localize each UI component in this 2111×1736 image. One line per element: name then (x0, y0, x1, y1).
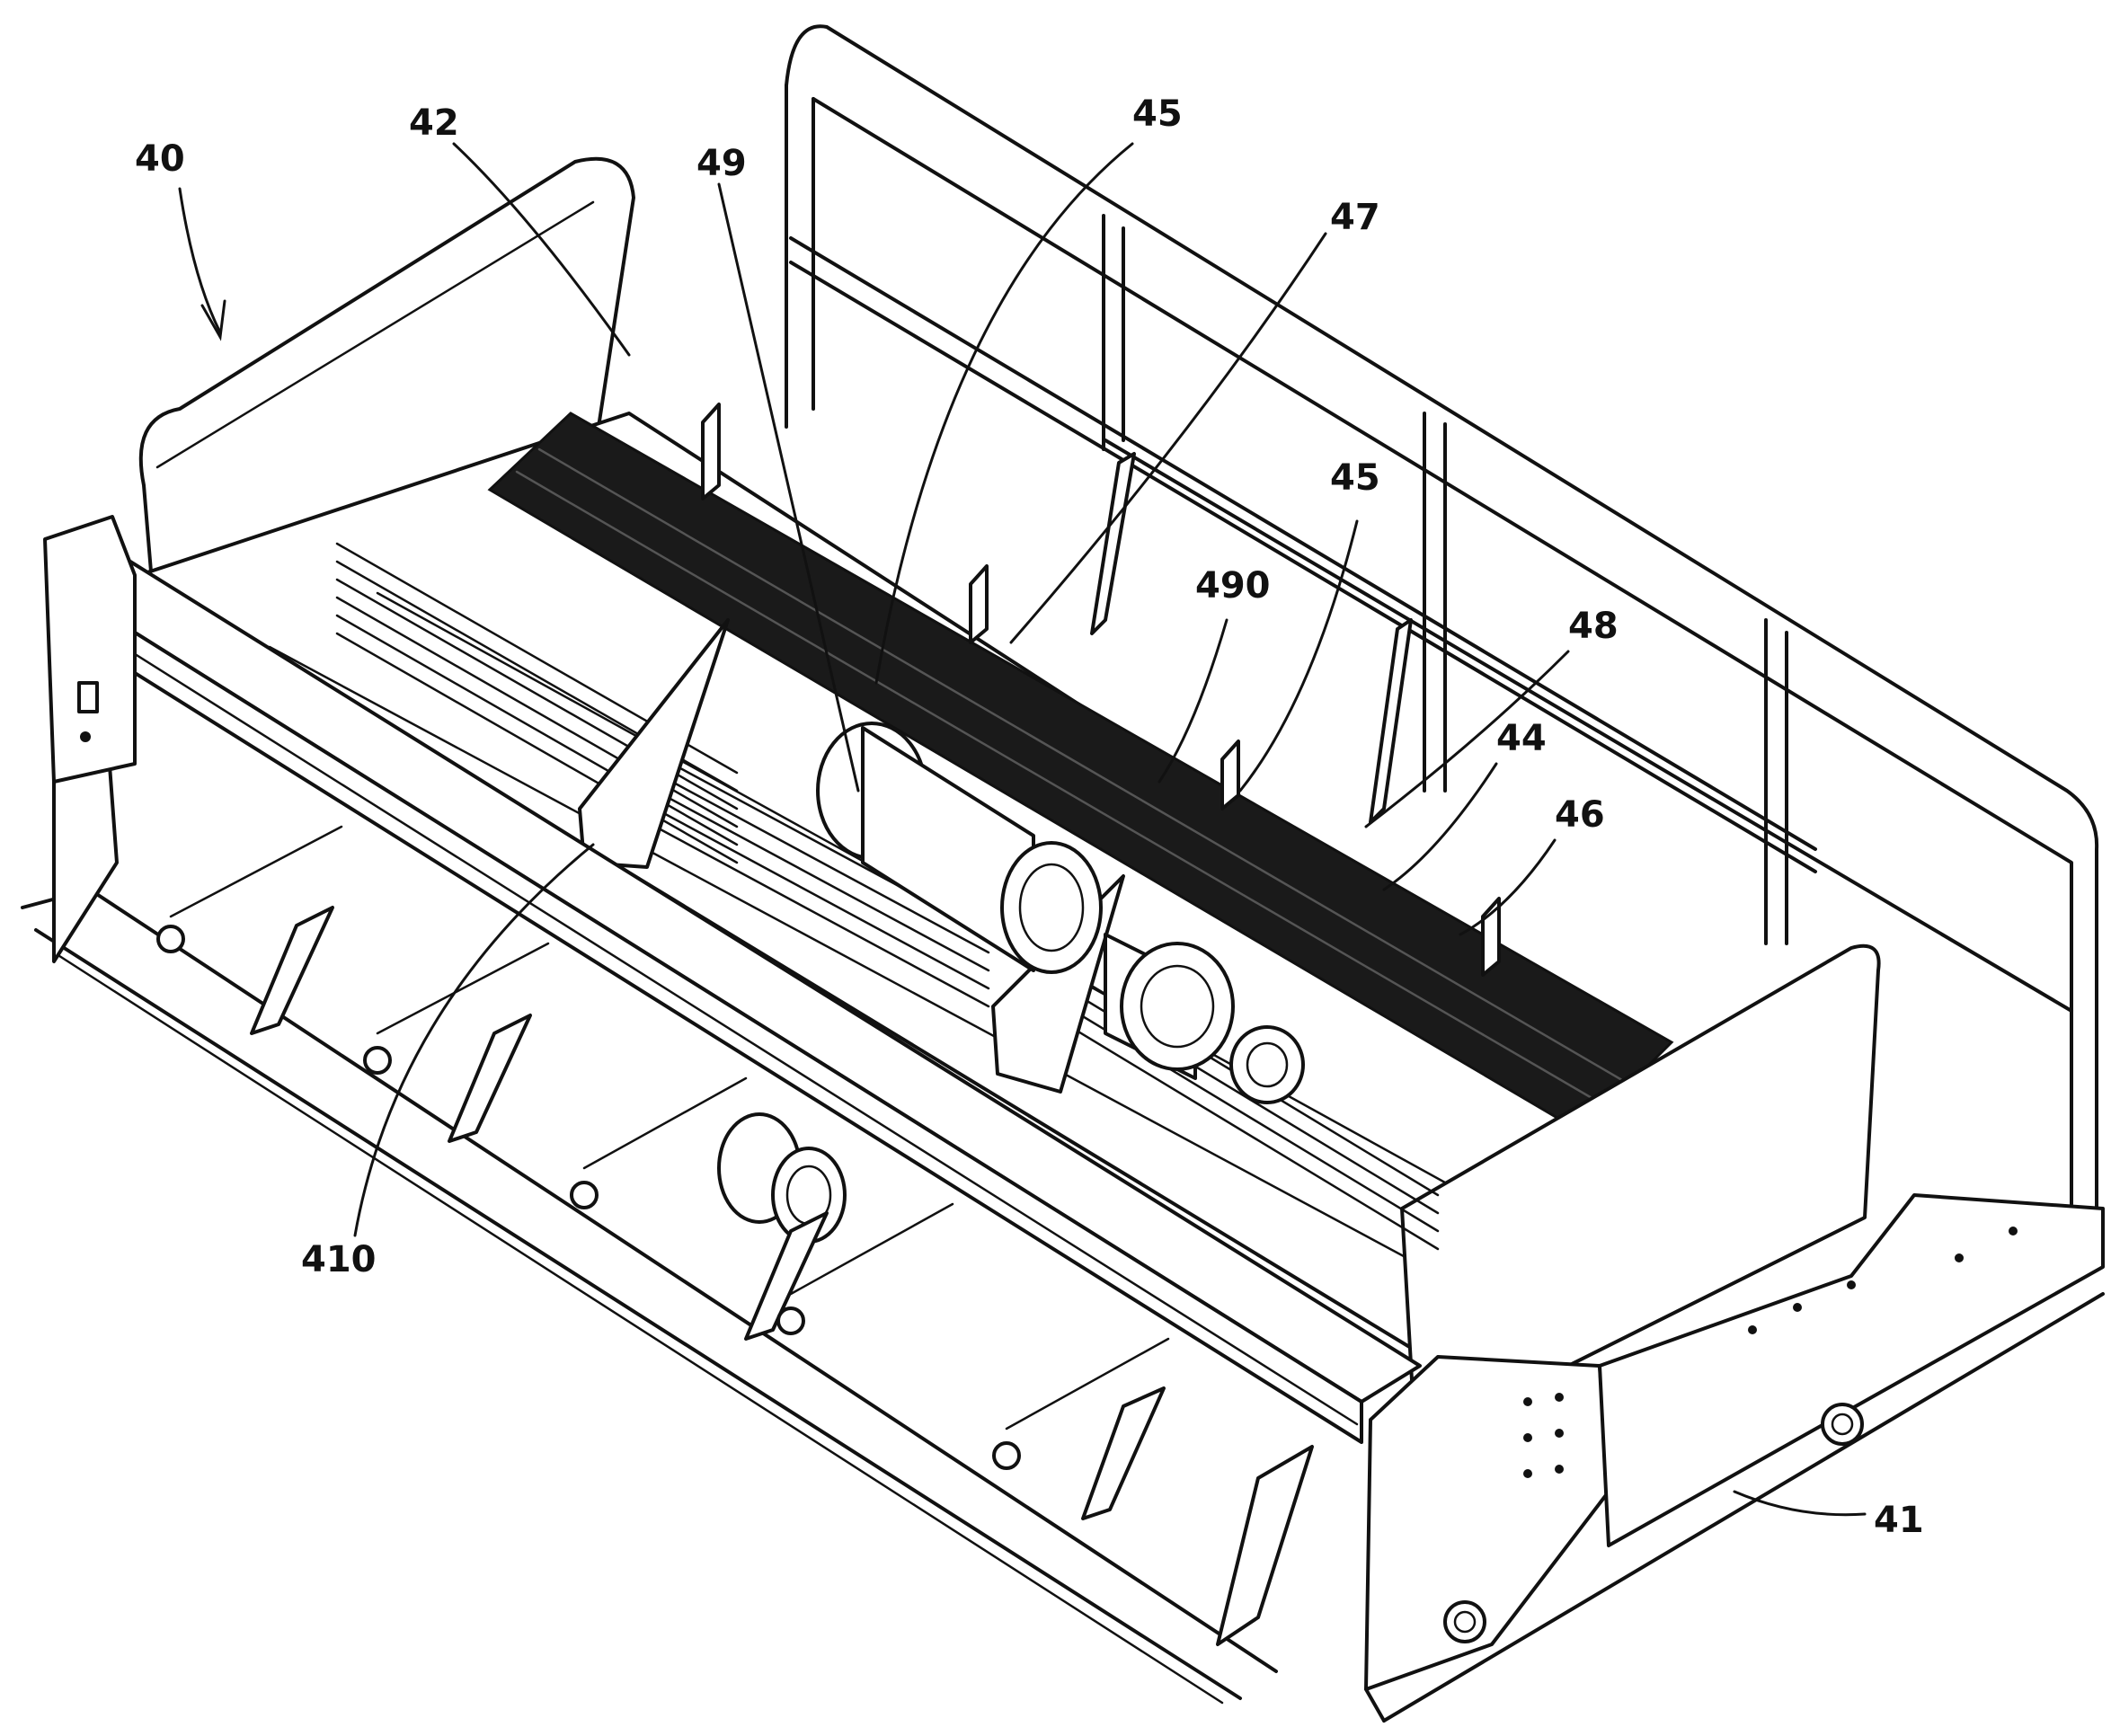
label-46: 46 (1555, 794, 1605, 836)
rear-rail-frame (785, 24, 2099, 1210)
label-44: 44 (1496, 718, 1547, 759)
label-45-lower: 45 (1330, 457, 1380, 499)
label-40: 40 (135, 138, 185, 180)
label-41: 41 (1874, 1500, 1924, 1541)
label-48: 48 (1568, 606, 1619, 647)
cutter-bar (21, 740, 1314, 1705)
left-end-plate (43, 515, 137, 784)
label-410: 410 (301, 1239, 377, 1280)
reference-labels: 40 42 49 45 47 45 490 48 44 46 410 41 (135, 93, 1924, 1541)
label-45-upper: 45 (1132, 93, 1183, 135)
leader-lines (353, 142, 1867, 1517)
right-side-frame (1364, 1193, 2105, 1723)
right-side-panel (1400, 943, 1881, 1444)
label-47: 47 (1330, 197, 1380, 238)
rotor-assembly (717, 722, 1305, 1244)
label-42: 42 (409, 102, 459, 144)
conveyor-belt (487, 412, 1674, 1134)
label-49: 49 (696, 143, 747, 184)
label-490: 490 (1195, 565, 1271, 607)
direction-arrow-40 (178, 187, 226, 341)
